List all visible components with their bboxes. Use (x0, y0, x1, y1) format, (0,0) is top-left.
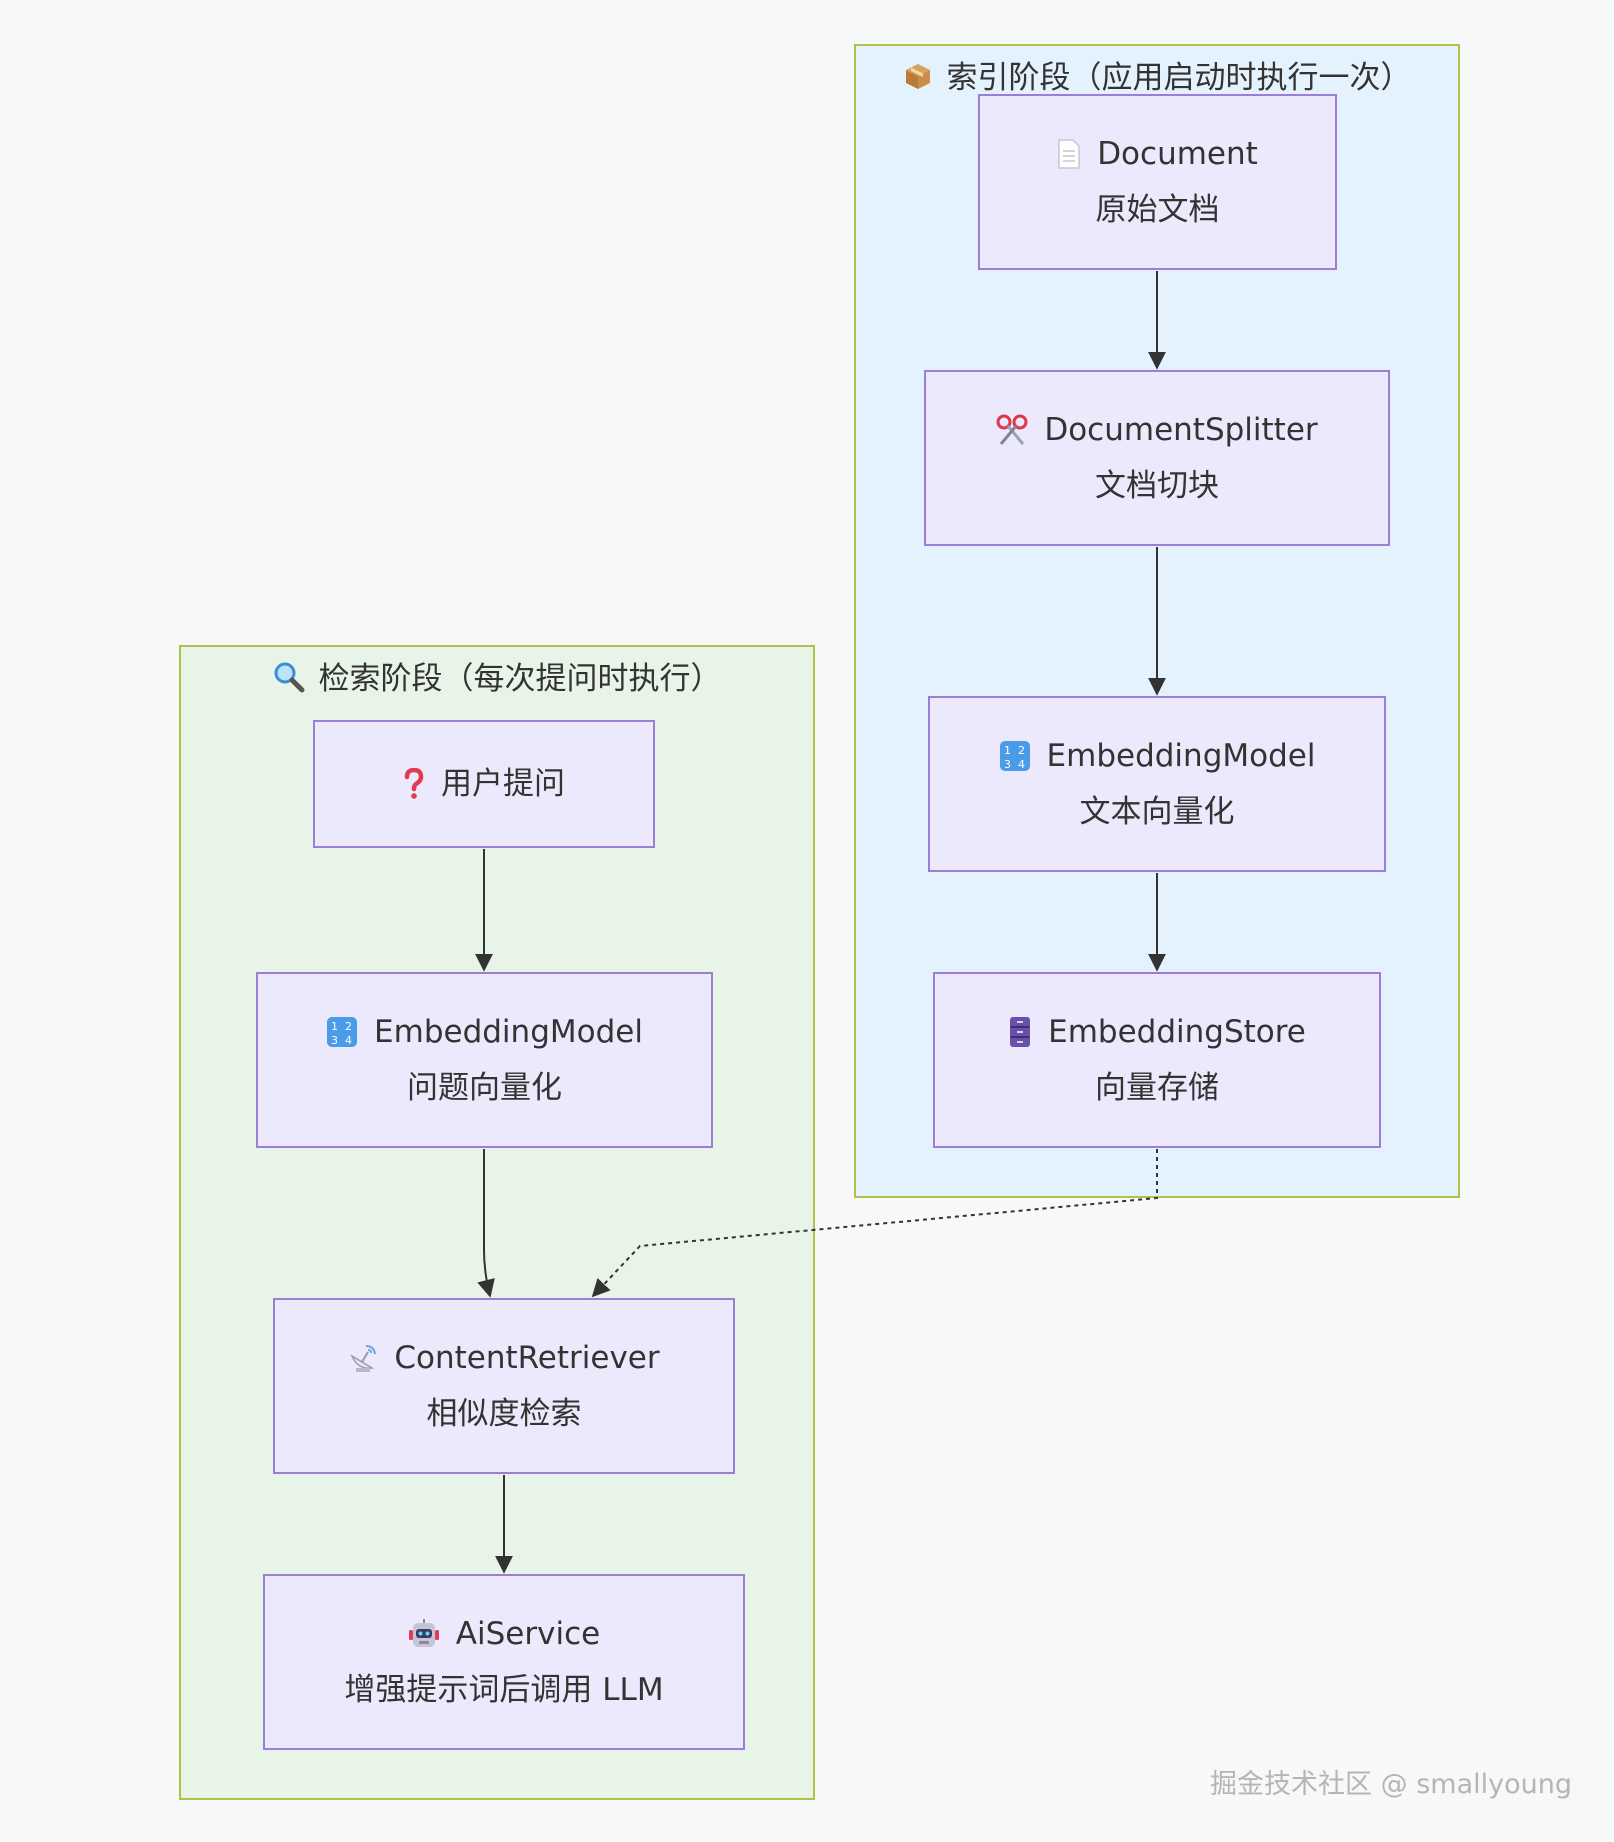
node-document-title: Document (1097, 136, 1258, 172)
numbers-icon: 1 2 3 4 (326, 1016, 358, 1048)
svg-text:4: 4 (345, 1034, 352, 1047)
indexing-phase-label: 索引阶段（应用启动时执行一次） (946, 60, 1412, 96)
node-document-splitter-title: DocumentSplitter (1044, 412, 1318, 448)
svg-text:1: 1 (331, 1020, 338, 1033)
magnifier-icon (273, 661, 305, 701)
scissors-icon (996, 414, 1028, 446)
node-user-question-title: 用户提问 (441, 766, 565, 802)
document-icon (1057, 139, 1081, 169)
node-content-retriever-title: ContentRetriever (394, 1340, 660, 1376)
node-embedding-model-index-title: EmbeddingModel (1046, 738, 1316, 774)
node-content-retriever-subtitle: 相似度检索 (426, 1396, 582, 1432)
node-ai-service-subtitle: 增强提示词后调用 LLM (344, 1672, 664, 1708)
retrieval-phase-label: 检索阶段（每次提问时执行） (318, 661, 722, 697)
indexing-phase-title: 索引阶段（应用启动时执行一次） (856, 52, 1458, 99)
svg-text:3: 3 (331, 1034, 338, 1047)
node-embedding-store: EmbeddingStore 向量存储 (933, 972, 1381, 1148)
edge-store-to-retriever (591, 1149, 1158, 1298)
svg-text:2: 2 (345, 1020, 352, 1033)
robot-icon (408, 1618, 440, 1650)
package-icon (903, 61, 933, 99)
svg-text:4: 4 (1018, 758, 1025, 771)
svg-text:1: 1 (1004, 744, 1011, 757)
node-ai-service-title: AiService (455, 1616, 601, 1652)
svg-text:2: 2 (1018, 744, 1025, 757)
node-user-question: 用户提问 (313, 720, 655, 848)
node-embedding-model-index-subtitle: 文本向量化 (1079, 794, 1235, 830)
watermark: 掘金技术社区 @ smallyoung (1210, 1769, 1572, 1800)
node-embedding-model-index: 1 2 3 4 EmbeddingModel 文本向量化 (928, 696, 1386, 872)
node-embedding-store-title: EmbeddingStore (1048, 1014, 1306, 1050)
numbers-icon: 1 2 3 4 (999, 740, 1031, 772)
node-embedding-model-query-subtitle: 问题向量化 (407, 1070, 562, 1106)
retrieval-phase-title: 检索阶段（每次提问时执行） (181, 653, 813, 701)
satellite-icon (348, 1342, 378, 1374)
node-content-retriever: ContentRetriever 相似度检索 (273, 1298, 735, 1474)
node-document-splitter: DocumentSplitter 文档切块 (924, 370, 1390, 546)
node-embedding-model-query-title: EmbeddingModel (374, 1014, 643, 1050)
question-icon (403, 767, 425, 800)
node-document: Document 原始文档 (978, 94, 1337, 270)
node-document-subtitle: 原始文档 (1095, 192, 1220, 228)
svg-text:3: 3 (1004, 758, 1011, 771)
cabinet-icon (1008, 1016, 1032, 1048)
edge-embed-to-retriever (477, 1149, 495, 1298)
node-embedding-store-subtitle: 向量存储 (1095, 1070, 1219, 1106)
node-ai-service: AiService 增强提示词后调用 LLM (263, 1574, 745, 1750)
node-document-splitter-subtitle: 文档切块 (1095, 468, 1219, 504)
node-embedding-model-query: 1 2 3 4 EmbeddingModel 问题向量化 (256, 972, 713, 1148)
